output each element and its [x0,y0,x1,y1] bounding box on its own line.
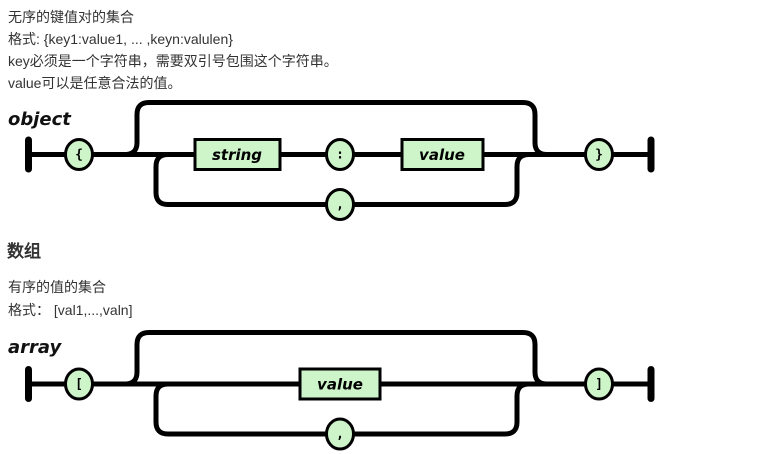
open-brace-terminal [64,138,94,171]
array-value-node-label: value [317,376,363,394]
object-key-rule-line: key必须是一个字符串，需要双引号包围这个字符串。 [8,53,338,69]
open-bracket-label: [ [75,377,83,392]
array-comma-terminal [325,417,355,451]
close-bracket-terminal [584,367,614,401]
array-description: 有序的值的集合 格式： [val1,...,valn] [8,276,132,322]
colon-label: : [336,148,344,163]
array-diagram-label: array [8,337,62,358]
array-comma-label: , [336,427,344,442]
close-bracket-label: ] [595,377,603,392]
object-format-line: 格式: {key1:value1, ... ,keyn:valulen} [8,31,233,47]
colon-terminal [325,138,355,171]
array-description-line: 有序的值的集合 [8,279,106,295]
object-bypass-track [124,100,548,157]
object-diagram-label: object [8,109,72,130]
close-brace-label: } [595,148,603,163]
object-comma-label: , [336,198,344,213]
close-brace-terminal [584,138,614,171]
array-section-heading: 数组 [7,242,41,261]
object-railroad-diagram: object { string : value , } [8,100,655,221]
array-value-node-box [298,367,382,401]
object-comma-terminal [325,188,355,221]
object-value-rule-line: value可以是任意合法的值。 [8,75,182,91]
array-bypass-track [124,330,548,387]
open-bracket-terminal [64,367,94,401]
open-brace-label: { [75,148,83,163]
object-value-node-label: value [419,146,465,164]
string-node-label: string [212,146,262,164]
object-value-node-box [400,138,485,171]
string-node-box [193,138,282,171]
object-description: 无序的键值对的集合 格式: {key1:value1, ... ,keyn:va… [8,6,338,94]
object-description-line: 无序的键值对的集合 [8,9,134,25]
array-railroad-diagram: array [ value , ] [8,330,655,451]
array-format-line: 格式： [val1,...,valn] [8,302,133,318]
